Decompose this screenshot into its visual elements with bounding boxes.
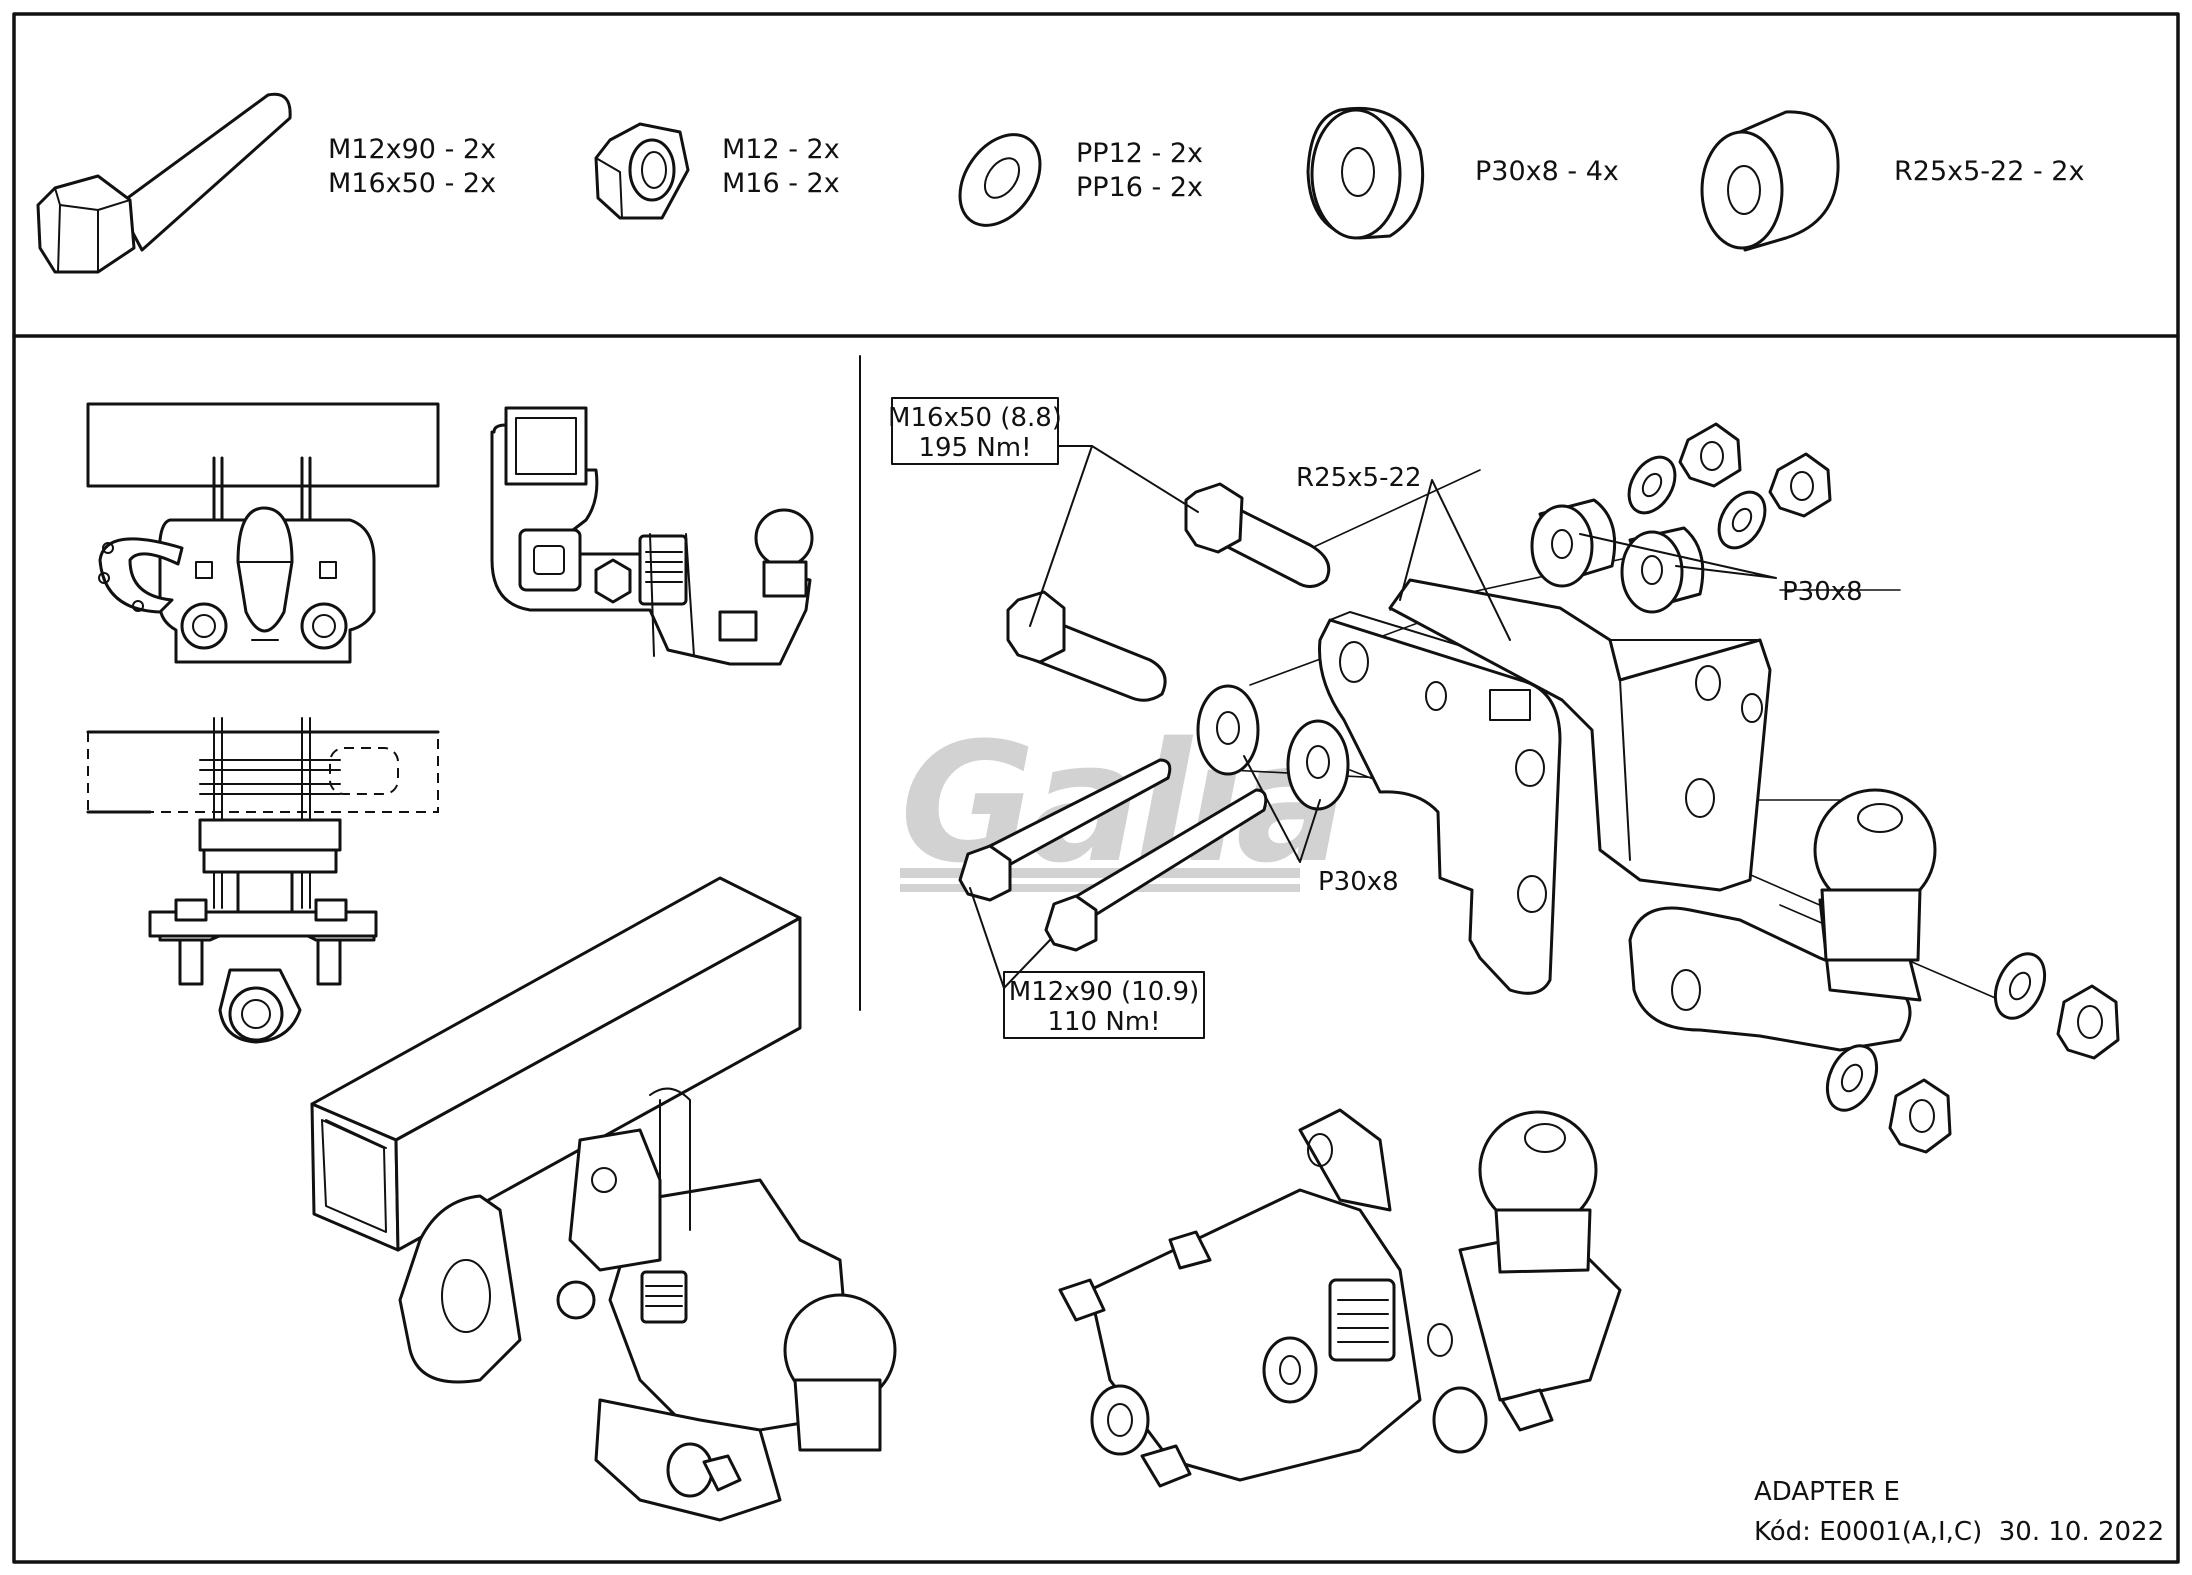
part-label-washer-2: PP16 - 2x xyxy=(1076,172,1203,203)
callout-m12-line-1: M12x90 (10.9) xyxy=(1009,977,1199,1007)
adapter-rear-bracket xyxy=(1388,578,1772,892)
part-label-nut-2: M16 - 2x xyxy=(722,168,840,199)
bolt-icon xyxy=(36,92,292,274)
callout-m16-line-2: 195 Nm! xyxy=(918,433,1031,463)
washer-upper-2 xyxy=(1717,490,1767,550)
watermark-underline xyxy=(900,868,1300,878)
callout-m16: M16x50 (8.8) 195 Nm! xyxy=(888,397,1199,627)
part-bolt: M12x90 - 2x M16x50 - 2x xyxy=(36,92,496,274)
part-label-spacer-ring: P30x8 - 4x xyxy=(1475,156,1619,187)
washer-lower-1 xyxy=(1993,952,2047,1020)
front-view xyxy=(86,402,440,664)
washer-icon xyxy=(958,133,1042,227)
exploded-view: Galia xyxy=(888,397,2120,1154)
callout-r25: R25x5-22 xyxy=(1296,463,1511,641)
callout-p30-lower-label: P30x8 xyxy=(1318,867,1399,897)
nut-lower-1 xyxy=(2056,984,2120,1060)
callout-r25-label: R25x5-22 xyxy=(1296,463,1422,493)
bolt-m12-upper xyxy=(958,758,1172,902)
part-label-bolt-2: M16x50 - 2x xyxy=(328,168,496,199)
callout-p30-right: P30x8 xyxy=(1579,533,1863,607)
part-nut: M12 - 2x M16 - 2x xyxy=(594,122,840,220)
spacer-p30-left-2 xyxy=(1286,719,1350,811)
spacer-r25-1 xyxy=(1530,498,1617,588)
tow-ball-assembly xyxy=(1628,788,1937,1052)
callout-m16-line-1: M16x50 (8.8) xyxy=(888,403,1062,433)
part-label-nut-1: M12 - 2x xyxy=(722,134,840,165)
callout-m12-line-2: 110 Nm! xyxy=(1047,1007,1160,1037)
bolt-m16-upper xyxy=(1184,482,1331,588)
bolt-m16-lower xyxy=(1006,590,1167,702)
side-view xyxy=(490,406,814,666)
spacer-p30-left-1 xyxy=(1196,684,1260,776)
spacer-r25-2 xyxy=(1620,526,1705,614)
part-label-washer-1: PP12 - 2x xyxy=(1076,138,1203,169)
footer-title: ADAPTER E xyxy=(1754,1477,1900,1507)
part-label-bolt-1: M12x90 - 2x xyxy=(328,134,496,165)
spacer-sleeve-icon xyxy=(1700,110,1840,252)
footer-code: Kód: E0001(A,I,C) 30. 10. 2022 xyxy=(1754,1517,2164,1547)
washer-upper-1 xyxy=(1627,455,1677,515)
drawing-frame xyxy=(12,12,2180,1564)
top-view xyxy=(86,717,440,1044)
hex-nut-icon xyxy=(594,122,690,220)
nut-upper-1 xyxy=(1678,422,1742,488)
nut-lower-2 xyxy=(1888,1078,1952,1154)
part-spacer-ring: P30x8 - 4x xyxy=(1306,106,1619,240)
nut-upper-2 xyxy=(1768,452,1832,518)
spacer-ring-icon xyxy=(1306,106,1425,240)
washer-lower-2 xyxy=(1825,1044,1879,1112)
callout-p30-lower: P30x8 xyxy=(1243,755,1399,897)
part-label-spacer-sleeve: R25x5-22 - 2x xyxy=(1894,156,2084,187)
iso-view-1 xyxy=(310,876,897,1522)
part-spacer-sleeve: R25x5-22 - 2x xyxy=(1700,110,2084,252)
callout-p30-right-label: P30x8 xyxy=(1782,577,1863,607)
callout-m12: M12x90 (10.9) 110 Nm! xyxy=(969,887,1205,1039)
part-washer: PP12 - 2x PP16 - 2x xyxy=(958,133,1203,227)
adapter-front-plate xyxy=(1318,611,1562,995)
iso-view-2 xyxy=(1058,1108,1622,1488)
